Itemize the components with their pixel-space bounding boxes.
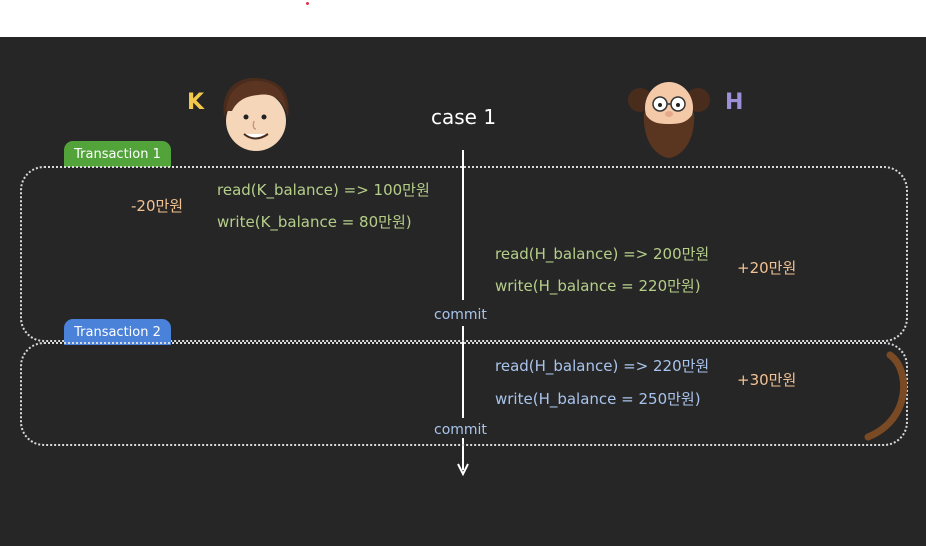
transaction-1-box (20, 166, 908, 342)
write-h-balance-1: write(H_balance = 220만원) (495, 277, 701, 295)
brown-curve-mark (864, 351, 908, 441)
red-dot (306, 2, 309, 5)
top-bar (0, 0, 926, 37)
person-k-label: K (187, 90, 205, 115)
transaction-2-box (20, 342, 908, 446)
person-k-avatar-icon (223, 77, 289, 151)
commit-1: commit (434, 307, 487, 323)
write-h-balance-2: write(H_balance = 250만원) (495, 390, 701, 408)
read-h-balance-1: read(H_balance) => 200만원 (495, 245, 710, 263)
h-delta-1: +20만원 (737, 259, 797, 277)
commit-2: commit (434, 422, 487, 438)
k-delta: -20만원 (131, 197, 184, 215)
h-delta-2: +30만원 (737, 371, 797, 389)
slide: case 1 K H Transaction 1 -20만원 read(K_ba… (0, 37, 926, 546)
person-h-label: H (725, 90, 744, 115)
transaction-1-tag: Transaction 1 (64, 141, 171, 167)
read-k-balance: read(K_balance) => 100만원 (217, 181, 430, 199)
write-k-balance: write(K_balance = 80만원) (217, 213, 412, 231)
person-h-avatar-icon (628, 82, 710, 158)
transaction-2-tag: Transaction 2 (64, 319, 171, 345)
case-title: case 1 (431, 105, 497, 129)
read-h-balance-2: read(H_balance) => 220만원 (495, 357, 710, 375)
